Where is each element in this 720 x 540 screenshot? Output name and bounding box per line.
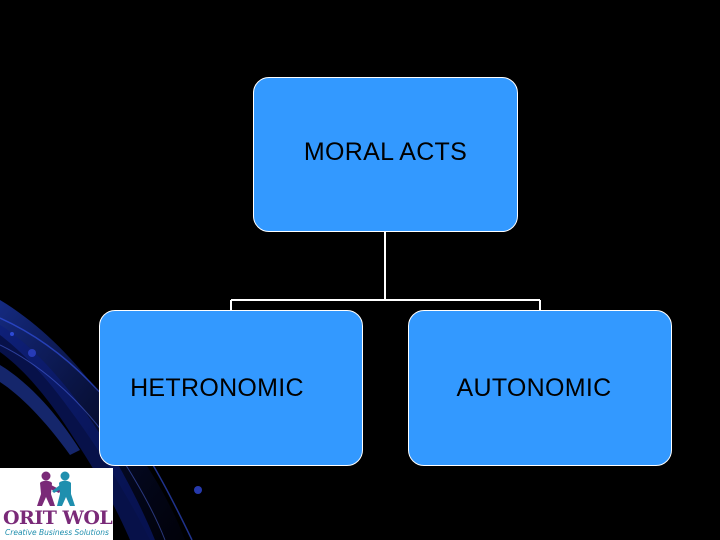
node-moral-acts: MORAL ACTS xyxy=(253,77,518,232)
logo-name-text: ORIT WOLF xyxy=(3,507,113,529)
node-hetronomic: HETRONOMIC xyxy=(99,310,363,466)
background-dot xyxy=(28,349,36,357)
node-hetronomic-label: HETRONOMIC xyxy=(130,373,304,402)
background-dot xyxy=(194,486,202,494)
node-moral-acts-label: MORAL ACTS xyxy=(303,138,468,166)
node-autonomic: AUTONOMIC xyxy=(408,310,672,466)
people-figures-icon xyxy=(37,471,75,506)
background-dot xyxy=(10,332,14,336)
node-autonomic-label: AUTONOMIC xyxy=(456,373,612,402)
background-swoosh xyxy=(0,300,185,540)
background-swoosh xyxy=(0,365,80,455)
orit-wolf-logo: ORIT WOLF Creative Business Solutions xyxy=(0,468,113,540)
background-swoosh xyxy=(0,325,155,540)
logo-tagline-text: Creative Business Solutions xyxy=(5,528,109,537)
